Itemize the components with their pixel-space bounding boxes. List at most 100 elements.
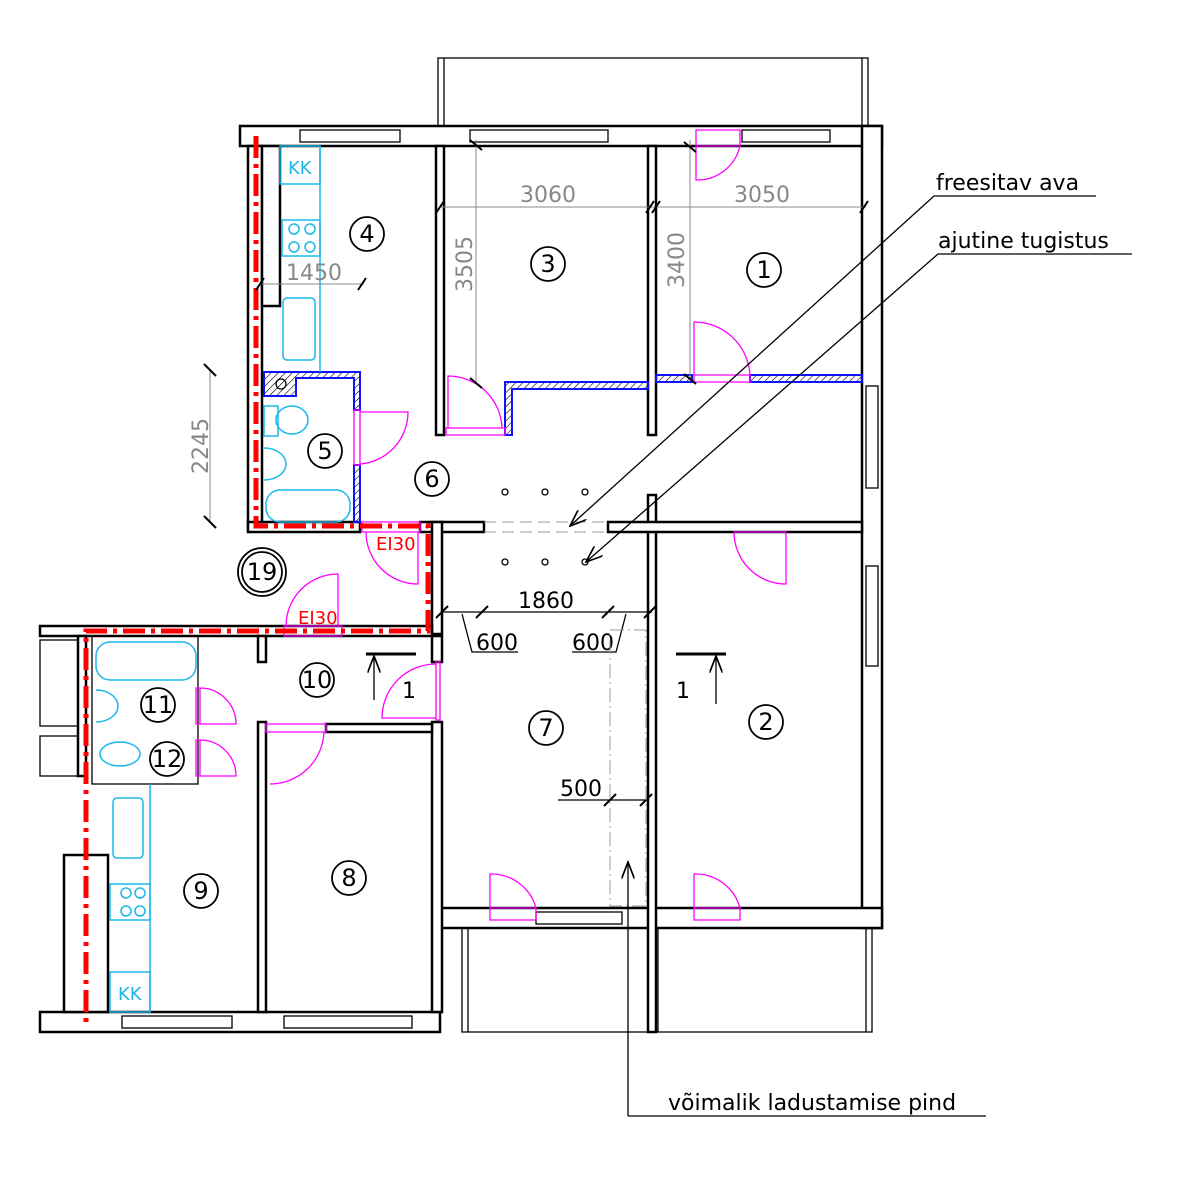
plan-mark bbox=[749, 374, 863, 383]
plan-mark bbox=[741, 129, 831, 143]
plan-mark bbox=[434, 144, 446, 437]
plan-mark bbox=[435, 605, 657, 619]
dim-room1-depth: 3400 bbox=[665, 232, 690, 288]
temporary-supports bbox=[501, 488, 589, 566]
plan-mark bbox=[437, 57, 869, 127]
plan-mark bbox=[438, 906, 884, 930]
plan-mark: 3 bbox=[540, 250, 555, 278]
plan-mark bbox=[414, 461, 450, 497]
plan-mark bbox=[203, 139, 869, 529]
plan-mark: 2 bbox=[758, 708, 773, 736]
toilet-icon bbox=[99, 741, 141, 767]
plan-mark bbox=[461, 927, 873, 1033]
plan-mark bbox=[353, 464, 361, 523]
plan-mark bbox=[748, 704, 784, 740]
dim-offset-right: 600 bbox=[572, 631, 614, 656]
annotations: freesitav ava ajutine tugistus bbox=[570, 171, 1132, 562]
plan-mark: 5 bbox=[317, 437, 332, 465]
fire-rating-label: EI30 bbox=[376, 534, 416, 555]
bathroom-5-fixtures bbox=[263, 378, 351, 523]
door[interactable] bbox=[489, 873, 537, 921]
plan-mark bbox=[120, 905, 132, 917]
plan-mark bbox=[541, 488, 549, 496]
room-6-tag: 6 bbox=[414, 461, 450, 497]
plan-mark bbox=[430, 634, 444, 664]
dim-kitchen-width: 1450 bbox=[286, 261, 342, 286]
plan-mark bbox=[349, 216, 385, 252]
room-2-tag: 2 bbox=[748, 704, 784, 740]
bathtub-icon bbox=[95, 641, 197, 681]
door[interactable] bbox=[195, 687, 237, 725]
plan-mark bbox=[121, 1015, 233, 1029]
storage-area: võimalik ladustamise pind bbox=[609, 629, 986, 1117]
plan-mark: 9 bbox=[193, 877, 208, 905]
room-8-tag: 8 bbox=[331, 860, 367, 896]
plan-mark bbox=[501, 558, 509, 566]
plan-mark bbox=[304, 241, 316, 253]
room-4-tag: 4 bbox=[349, 216, 385, 252]
door-ei30[interactable] bbox=[361, 521, 421, 585]
milled-opening-label: freesitav ava bbox=[936, 171, 1079, 196]
dimension-lines: 3060 3050 1450 3505 3400 2245 1860 600 6… bbox=[189, 139, 869, 807]
room-5-tag: 5 bbox=[307, 433, 343, 469]
lower-balcony bbox=[461, 927, 873, 1033]
plan-mark bbox=[469, 129, 609, 143]
plan-mark bbox=[256, 634, 268, 664]
door[interactable] bbox=[381, 661, 441, 721]
upper-balcony bbox=[437, 57, 869, 127]
kk-label: KK bbox=[288, 158, 313, 179]
door[interactable] bbox=[353, 409, 409, 466]
plan-mark bbox=[241, 551, 283, 593]
fire-boundary: EI30 EI30 bbox=[83, 136, 431, 1022]
plan-mark: 7 bbox=[538, 714, 553, 742]
room-11-tag: 11 bbox=[140, 687, 176, 723]
room-numbers: 1 2 3 4 5 6 7 8 9 10 11 12 19 bbox=[140, 216, 784, 909]
door[interactable] bbox=[445, 375, 506, 436]
door[interactable] bbox=[733, 531, 787, 585]
plan-mark: 8 bbox=[341, 864, 356, 892]
room-1-tag: 1 bbox=[746, 252, 782, 288]
plan-mark bbox=[120, 887, 132, 899]
door[interactable] bbox=[195, 739, 237, 777]
section-label: 1 bbox=[676, 679, 690, 704]
plan-mark bbox=[430, 720, 444, 1014]
plan-mark bbox=[263, 371, 361, 411]
plan-mark bbox=[572, 613, 627, 653]
dim-offset-left: 600 bbox=[476, 631, 518, 656]
section-mark-left: 1 bbox=[366, 652, 416, 704]
plan-mark bbox=[263, 405, 279, 437]
plan-mark bbox=[299, 129, 401, 143]
plan-mark bbox=[528, 710, 564, 746]
plan-mark bbox=[134, 887, 146, 899]
plan-mark bbox=[865, 385, 879, 489]
section-mark-right: 1 bbox=[676, 652, 726, 704]
plan-mark bbox=[134, 905, 146, 917]
dim-opening: 1860 bbox=[518, 589, 574, 614]
dim-room3-width: 3060 bbox=[520, 183, 576, 208]
doors[interactable] bbox=[195, 129, 787, 921]
door[interactable] bbox=[693, 321, 751, 383]
door[interactable] bbox=[265, 723, 327, 785]
plan-mark bbox=[307, 433, 343, 469]
plan-mark bbox=[83, 136, 431, 1022]
plan-mark bbox=[288, 223, 300, 235]
fire-rating-label: EI30 bbox=[298, 608, 338, 629]
plan-mark bbox=[865, 565, 879, 667]
plan-mark: 11 bbox=[143, 691, 174, 719]
plan-mark bbox=[530, 246, 566, 282]
door[interactable] bbox=[695, 129, 741, 181]
new-partition-walls bbox=[263, 371, 863, 523]
kk-label: KK bbox=[118, 984, 143, 1005]
plan-mark bbox=[501, 488, 509, 496]
washbasin-icon bbox=[263, 447, 287, 481]
plan-mark bbox=[38, 1010, 442, 1034]
plan-mark: 6 bbox=[424, 465, 439, 493]
washbasin-icon bbox=[95, 689, 119, 723]
plan-mark bbox=[570, 195, 1096, 526]
plan-mark bbox=[256, 720, 268, 1014]
room-3-tag: 3 bbox=[530, 246, 566, 282]
door[interactable] bbox=[693, 873, 741, 921]
plan-mark bbox=[39, 639, 79, 727]
kitchen-fixtures-upper: KK bbox=[279, 145, 321, 372]
